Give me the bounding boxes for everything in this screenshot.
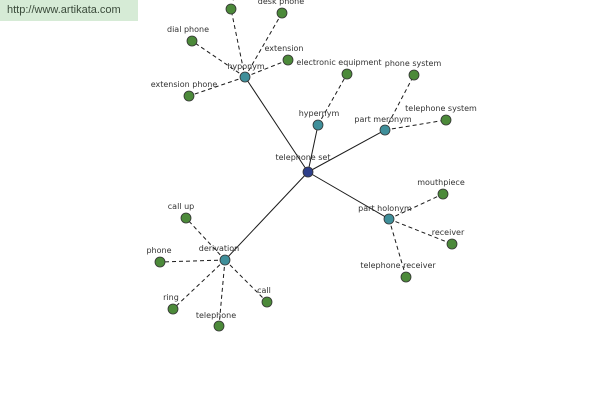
relation-label-derivation[interactable]: derivation [199,244,239,253]
center-node[interactable] [302,166,314,178]
word-label[interactable]: dial phone [167,25,209,34]
word-label[interactable]: phone system [385,59,442,68]
word-node[interactable] [408,69,420,81]
edge-part_meronym-w_telsys [384,119,447,131]
word-node[interactable] [440,114,452,126]
edge-hyponym-w_dial [191,40,246,78]
word-label[interactable]: ring [163,293,179,302]
relation-node-hypernym[interactable] [312,119,324,131]
edge-part_holonym-w_recv [388,218,453,245]
word-node[interactable] [213,320,225,332]
word-label[interactable]: phone [146,246,171,255]
relation-label-hyponym[interactable]: hyponym [227,62,265,71]
relation-label-hypernym[interactable]: hypernym [299,109,340,118]
word-node[interactable] [183,90,195,102]
word-node[interactable] [167,303,179,315]
edge-derivation-w_callup [185,217,226,261]
word-node[interactable] [282,54,294,66]
word-node[interactable] [154,256,166,268]
word-label[interactable]: extension [265,44,304,53]
word-node[interactable] [180,212,192,224]
word-node[interactable] [186,35,198,47]
word-node[interactable] [341,68,353,80]
edge-center-part_holonym [307,171,390,220]
edge-center-part_meronym [307,129,386,173]
edge-part_meronym-w_phonesys [384,74,415,131]
graph-labels: telephone set hyponym hypernym part meronym… [146,0,477,320]
edge-derivation-w_call [224,259,268,303]
edge-hypernym-w_elec [317,73,348,126]
edge-derivation-w_phone [159,259,226,263]
graph-edges [159,8,453,327]
edge-hyponym-w_cut [230,8,246,78]
edge-center-hyponym [244,76,309,173]
word-node[interactable] [225,3,237,15]
word-label[interactable]: telephone receiver [360,261,436,270]
word-label[interactable]: telephone system [405,104,477,113]
site-link[interactable]: http://www.artikata.com [0,0,138,21]
relation-node-part_holonym[interactable] [383,213,395,225]
edge-part_holonym-w_mouth [388,193,444,220]
edge-hyponym-w_desk [244,12,283,78]
word-node[interactable] [276,7,288,19]
relation-node-part_meronym[interactable] [379,124,391,136]
word-node[interactable] [261,296,273,308]
word-label[interactable]: receiver [432,228,465,237]
word-node[interactable] [446,238,458,250]
graph-nodes [154,3,458,332]
word-node[interactable] [437,188,449,200]
word-node[interactable] [400,271,412,283]
edge-center-derivation [224,171,309,261]
word-label[interactable]: mouthpiece [417,178,465,187]
relation-node-hyponym[interactable] [239,71,251,83]
edge-derivation-w_ring [172,259,226,310]
relation-node-derivation[interactable] [219,254,231,266]
word-label[interactable]: telephone [196,311,236,320]
word-label[interactable]: call [257,286,271,295]
relation-label-part_meronym[interactable]: part meronym [354,115,411,124]
edge-hyponym-w_ext [244,59,289,78]
center-node-label[interactable]: telephone set [275,153,330,162]
word-label[interactable]: electronic equipment [296,58,381,67]
word-label[interactable]: call up [168,202,194,211]
word-label[interactable]: extension phone [151,80,218,89]
relation-label-part_holonym[interactable]: part holonym [358,204,412,213]
word-label[interactable]: desk phone [258,0,304,6]
word-label[interactable]: Bluetooth phone [191,0,257,1]
edge-center-hypernym [307,124,319,173]
edge-hyponym-w_extphone [188,76,246,97]
edge-part_holonym-w_telrecv [388,218,407,278]
